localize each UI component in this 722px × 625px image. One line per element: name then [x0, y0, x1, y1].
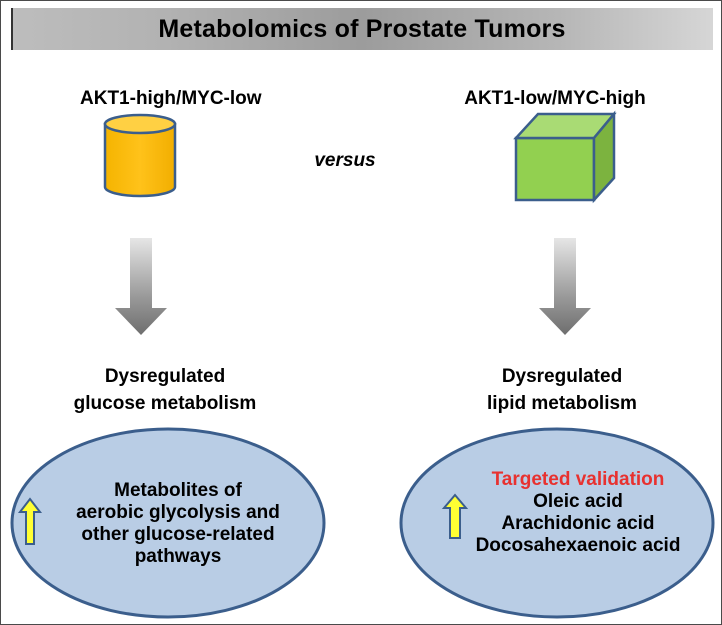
- left-oval: [10, 427, 326, 619]
- versus-label: versus: [314, 150, 376, 171]
- right-down-arrow: [539, 238, 591, 335]
- targeted-validation-heading: Targeted validation: [491, 469, 665, 490]
- left-oval-line: Metabolites of: [114, 480, 242, 501]
- page-title: Metabolomics of Prostate Tumors: [158, 15, 566, 43]
- left-outcome-line1: Dysregulated: [104, 366, 226, 387]
- left-oval-line: other glucose-related: [81, 524, 275, 545]
- cylinder-icon: [103, 113, 177, 198]
- left-increase-arrow-icon: [17, 497, 43, 545]
- cube-icon: [513, 110, 617, 204]
- title-bar-edge: [11, 8, 13, 50]
- left-oval-text: Metabolites of aerobic glycolysis and ot…: [48, 480, 308, 568]
- left-phenotype-label: AKT1-high/MYC-low: [80, 88, 262, 109]
- right-increase-arrow-icon: [441, 493, 469, 539]
- left-down-arrow: [115, 238, 167, 335]
- left-oval-line: pathways: [134, 546, 222, 567]
- metabolite-item: Arachidonic acid: [501, 513, 655, 534]
- right-oval: [399, 427, 715, 619]
- metabolite-item: Oleic acid: [533, 491, 623, 512]
- right-phenotype-label: AKT1-low/MYC-high: [464, 88, 646, 109]
- left-oval-line: aerobic glycolysis and: [76, 502, 280, 523]
- title-bar: [11, 8, 713, 50]
- right-outcome-line1: Dysregulated: [501, 366, 623, 387]
- right-outcome-line2: lipid metabolism: [487, 393, 637, 414]
- metabolite-item: Docosahexaenoic acid: [475, 535, 681, 556]
- left-outcome-line2: glucose metabolism: [73, 393, 257, 414]
- right-oval-text: Targeted validation Oleic acid Arachidon…: [460, 469, 696, 557]
